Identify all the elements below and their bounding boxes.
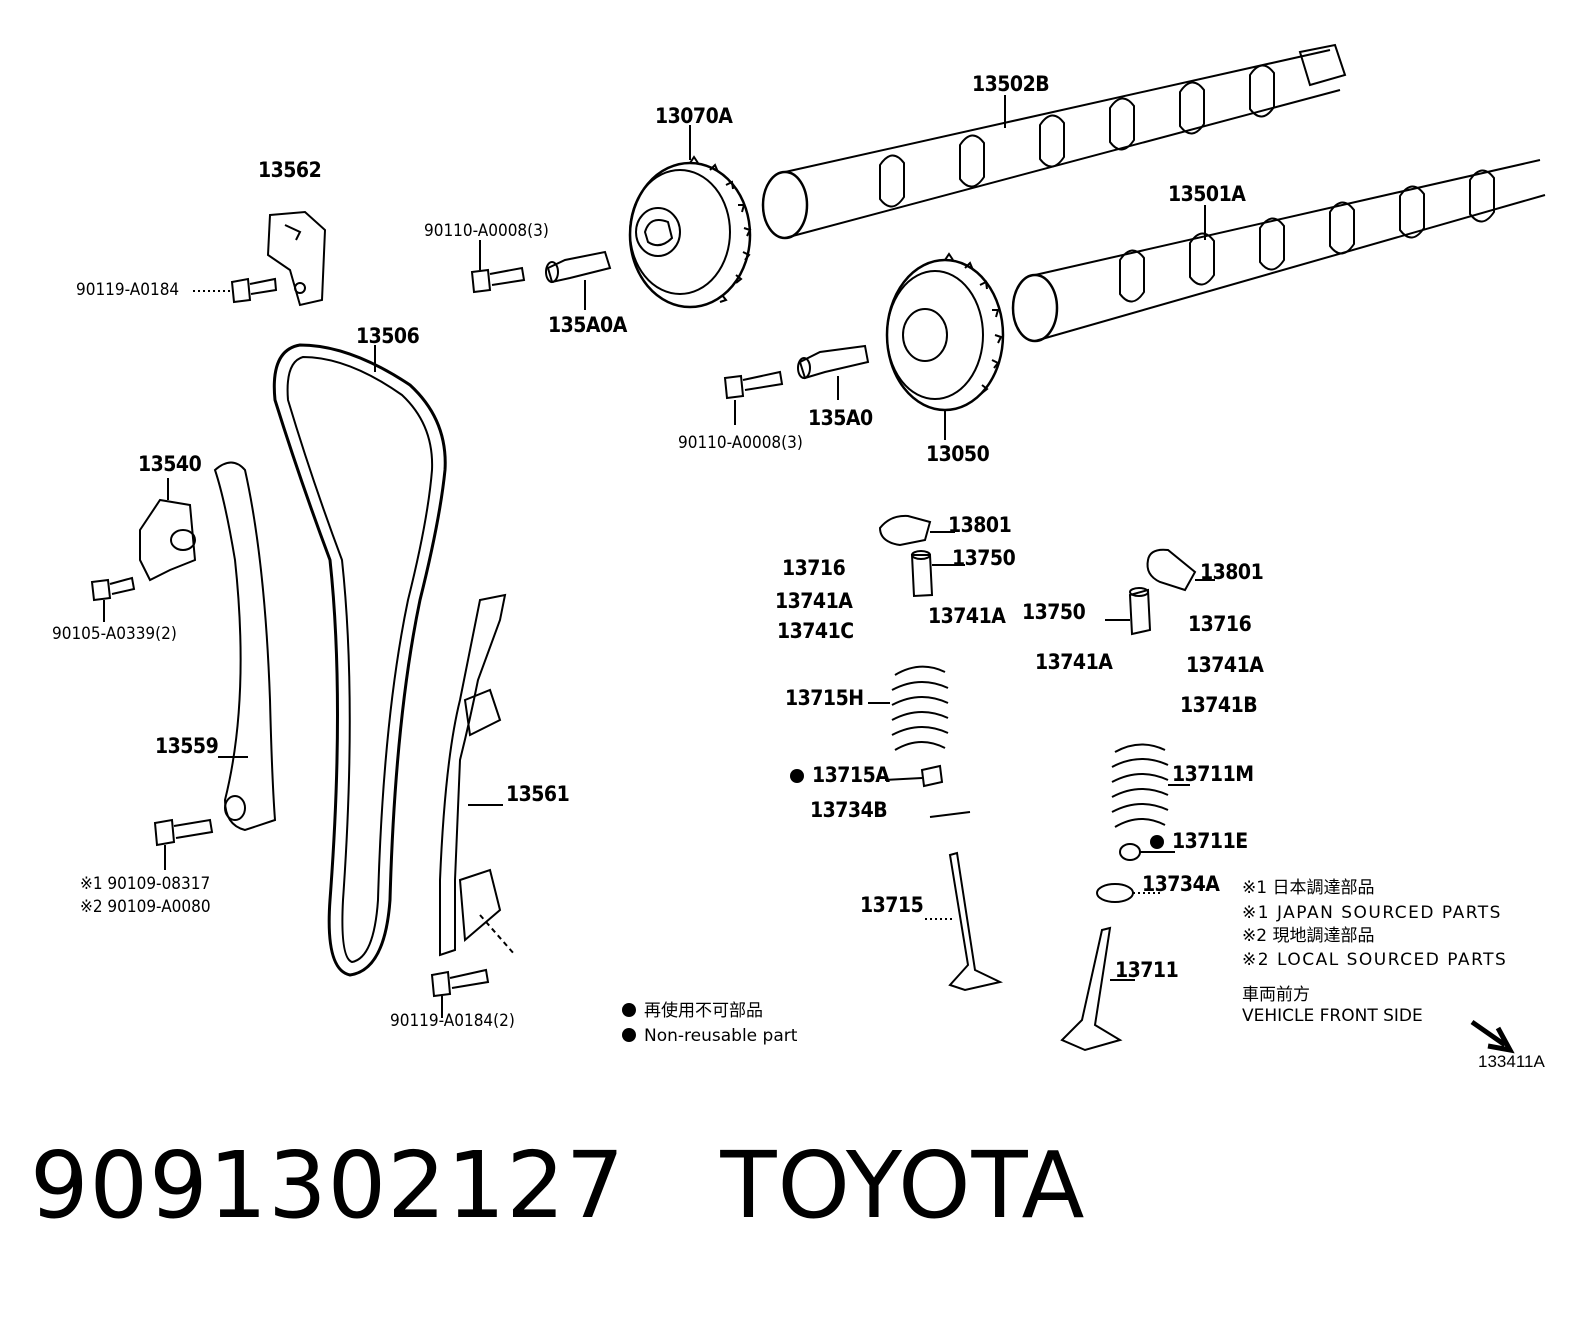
non-reusable-dot	[1150, 835, 1164, 849]
label-13801-left: 13801	[948, 513, 1012, 537]
label-90110-bot: 90110-A0008(3)	[678, 433, 803, 453]
label-13741A-right-a: 13741A	[1035, 650, 1113, 674]
note2-en: ※2 LOCAL SOURCED PARTS	[1242, 950, 1508, 970]
camshaft-13502B	[761, 43, 1347, 240]
label-13501A: 13501A	[1168, 182, 1246, 206]
label-13050: 13050	[926, 442, 990, 466]
label-13715H: 13715H	[785, 686, 864, 710]
bolt-90109	[153, 818, 214, 870]
spring-13715H	[868, 665, 949, 751]
label-13711: 13711	[1115, 958, 1179, 982]
front-label-jp: 車両前方	[1242, 985, 1310, 1005]
label-13715A[interactable]: 13715A	[812, 763, 890, 787]
label-13715A-row: 13715A	[790, 763, 890, 787]
label-90105: 90105-A0339(2)	[52, 624, 177, 644]
note1-en: ※1 JAPAN SOURCED PARTS	[1242, 903, 1502, 923]
label-135A0A: 135A0A	[548, 313, 627, 337]
label-13741A-right-b: 13741A	[1186, 653, 1264, 677]
label-13716-right: 13716	[1188, 612, 1252, 636]
bolt-90119-top	[193, 277, 278, 304]
part-number: 9091302127	[30, 1132, 626, 1239]
label-90109-a: ※1 90109-08317	[80, 874, 211, 894]
label-13741A-left-a: 13741A	[775, 589, 853, 613]
front-arrow	[1470, 1019, 1515, 1054]
legend-nonreusable-en: Non-reusable part	[622, 1028, 797, 1045]
note2-jp: ※2 現地調達部品	[1242, 926, 1375, 946]
label-13741B: 13741B	[1180, 693, 1258, 717]
washer-13734A	[1096, 883, 1160, 903]
chain-13506	[272, 343, 447, 977]
label-13711M: 13711M	[1172, 762, 1254, 786]
rocker-arm-13801-left	[878, 514, 955, 547]
label-13540: 13540	[138, 452, 202, 476]
label-13741A-left-b: 13741A	[928, 604, 1006, 628]
sprocket-13050	[885, 252, 1005, 440]
label-13750-left: 13750	[952, 546, 1016, 570]
oil-valve-135A0A	[545, 250, 612, 310]
label-13559: 13559	[155, 734, 219, 758]
legend-nonreusable-jp: 再使用不可部品	[622, 1003, 763, 1020]
label-13734A: 13734A	[1142, 872, 1220, 896]
bracket-13562	[266, 210, 327, 307]
rocker-arm-13801-right	[1146, 548, 1215, 592]
legend-dot	[622, 1003, 636, 1017]
label-13801-right: 13801	[1200, 560, 1264, 584]
bolt-90119-bot	[430, 968, 490, 1018]
label-90119-bot: 90119-A0184(2)	[390, 1011, 515, 1031]
front-label-en: VEHICLE FRONT SIDE	[1242, 1006, 1423, 1026]
seal-13711E	[1119, 843, 1175, 861]
label-90119-top: 90119-A0184	[76, 280, 180, 300]
figure-id: 133411A	[1478, 1052, 1545, 1071]
label-13750-right: 13750	[1022, 600, 1086, 624]
label-13070A: 13070A	[655, 104, 733, 128]
label-13716-left: 13716	[782, 556, 846, 580]
seal-13715A	[884, 764, 944, 788]
label-13734B: 13734B	[810, 798, 888, 822]
label-13711E-row: 13711E	[1150, 831, 1248, 852]
spring-13711M	[1111, 743, 1190, 828]
oil-valve-135A0	[797, 344, 870, 400]
lash-adjuster-13750-left	[910, 550, 965, 598]
tensioner-13540	[139, 478, 197, 582]
label-90110-top: 90110-A0008(3)	[424, 221, 549, 241]
bolt-90110-top	[470, 240, 526, 294]
label-90109-b: ※2 90109-A0080	[80, 897, 211, 917]
note1-jp: ※1 日本調達部品	[1242, 878, 1375, 898]
label-13502B: 13502B	[972, 72, 1050, 96]
label-135A0: 135A0	[808, 406, 873, 430]
label-13711E: 13711E	[1172, 829, 1248, 853]
sprocket-13070A	[628, 125, 752, 309]
label-13561: 13561	[506, 782, 570, 806]
bolt-90110-bot	[723, 370, 784, 425]
lash-adjuster-13750-right	[1105, 587, 1152, 636]
label-13562: 13562	[258, 158, 322, 182]
chain-guide-13561	[439, 593, 516, 957]
bolt-90105	[90, 576, 136, 622]
label-13715: 13715	[860, 893, 924, 917]
non-reusable-dot	[790, 769, 804, 783]
legend-dot	[622, 1028, 636, 1042]
chain-slipper-13559	[213, 461, 277, 832]
valve-13715	[925, 811, 1004, 992]
camshaft-13501A	[1011, 159, 1546, 343]
label-13741C: 13741C	[777, 619, 854, 643]
label-13506: 13506	[356, 324, 420, 348]
valve-13711	[1060, 926, 1135, 1052]
brand: TOYOTA	[720, 1132, 1086, 1239]
